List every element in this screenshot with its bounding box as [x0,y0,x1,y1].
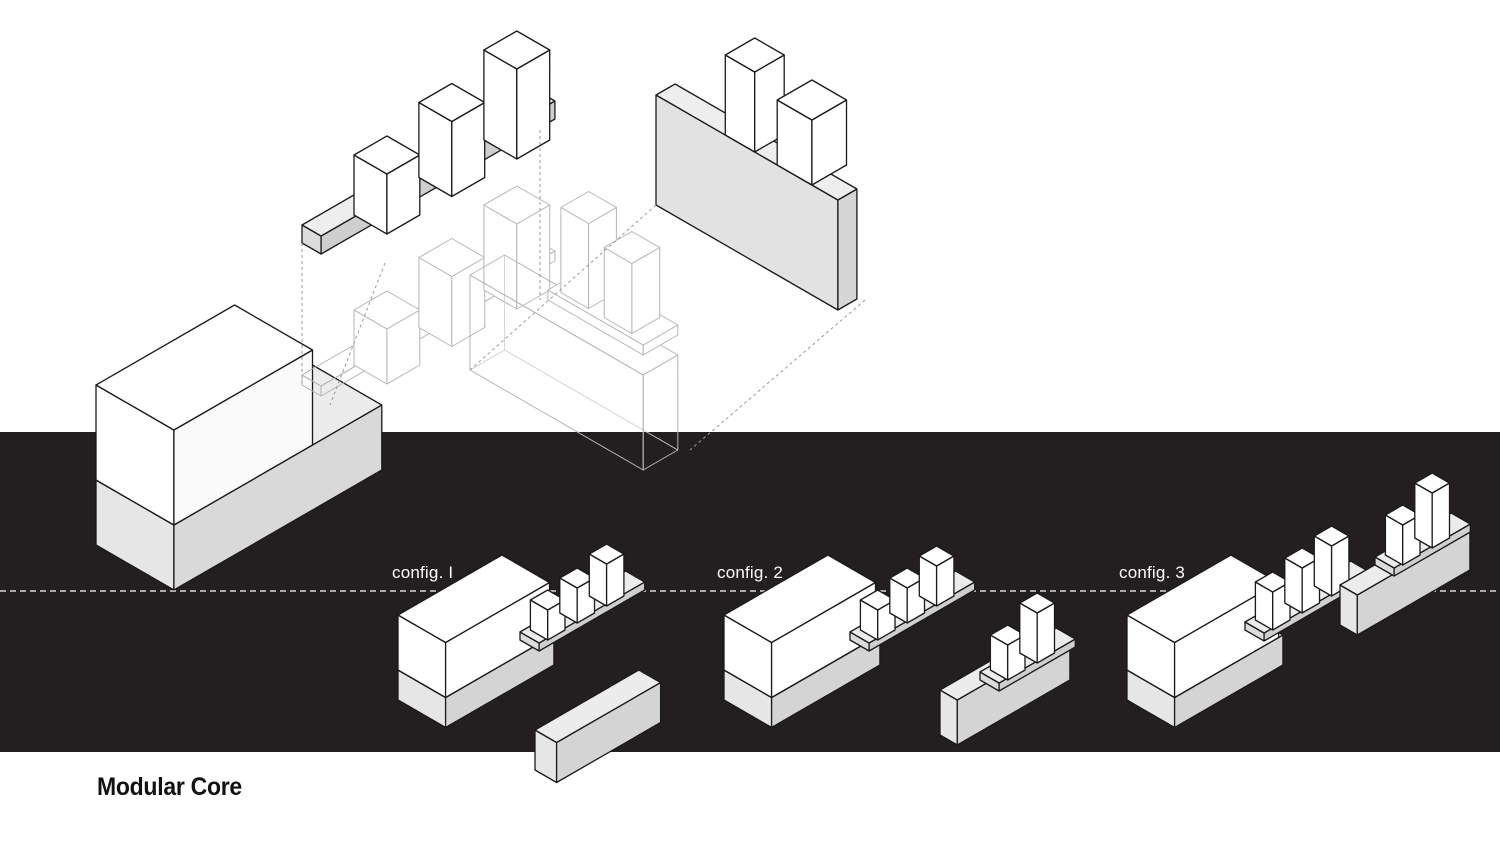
config-1-counter [397,554,555,729]
config-2-shelf-vitrine-2 [889,567,926,624]
ghost-right-counter [469,191,679,471]
projection-line-4 [689,299,866,451]
exploded-upper-shelf [301,30,556,255]
config-2-shelf [849,545,976,652]
upper-vitrine-tall [483,30,551,160]
config-2-label: config. 2 [717,563,784,582]
config-2-counter-glass [723,554,877,699]
projection-line-5 [329,262,386,406]
config-3-label: config. 3 [1119,563,1186,582]
config-1-shelf-vitrine-3 [588,543,625,607]
config-1-label: config. I [392,563,454,582]
config-2-shelf-vitrine-1 [859,589,896,641]
config-3-side-vitrines-vitrine-2 [1414,472,1451,549]
ghost-vitrine-2 [418,238,486,347]
config-2-side-vitrines-vitrine-2 [1019,592,1056,664]
upper-vitrine-small [353,135,421,235]
config-2-shelf-vitrine-3 [918,545,955,607]
diagram-title: Modular Core [97,773,242,801]
config-3-shelf-vitrine-3 [1313,525,1350,597]
config-1-counter-glass [397,554,551,699]
config-2-side-vitrines-vitrine-1 [989,624,1026,681]
config-3-counter [1126,554,1284,729]
config-1-side-counter [534,669,662,784]
upper-vitrine-medium [418,82,486,198]
ghost-counter-vitrine-2 [603,231,661,334]
ghost-vitrine-1 [353,290,421,385]
config-2-counter [723,554,881,729]
main-counter-glass-case [95,304,314,526]
ghost-counter-vitrine-1 [560,191,617,309]
config-2-side-vitrines [979,592,1076,692]
right-panel-vitrine-tall [724,37,785,153]
ghost-counter-base [469,254,679,471]
config-3-side-vitrines [1374,472,1471,577]
config-1-shelf [519,543,646,652]
ghost-middle-shelf [301,185,556,397]
exploded-right-panel [655,37,858,311]
right-panel-vitrine-wide [776,79,848,186]
main-counter-module [95,304,383,591]
config-3-counter-glass [1126,554,1280,699]
config-3-shelf [1244,525,1371,642]
